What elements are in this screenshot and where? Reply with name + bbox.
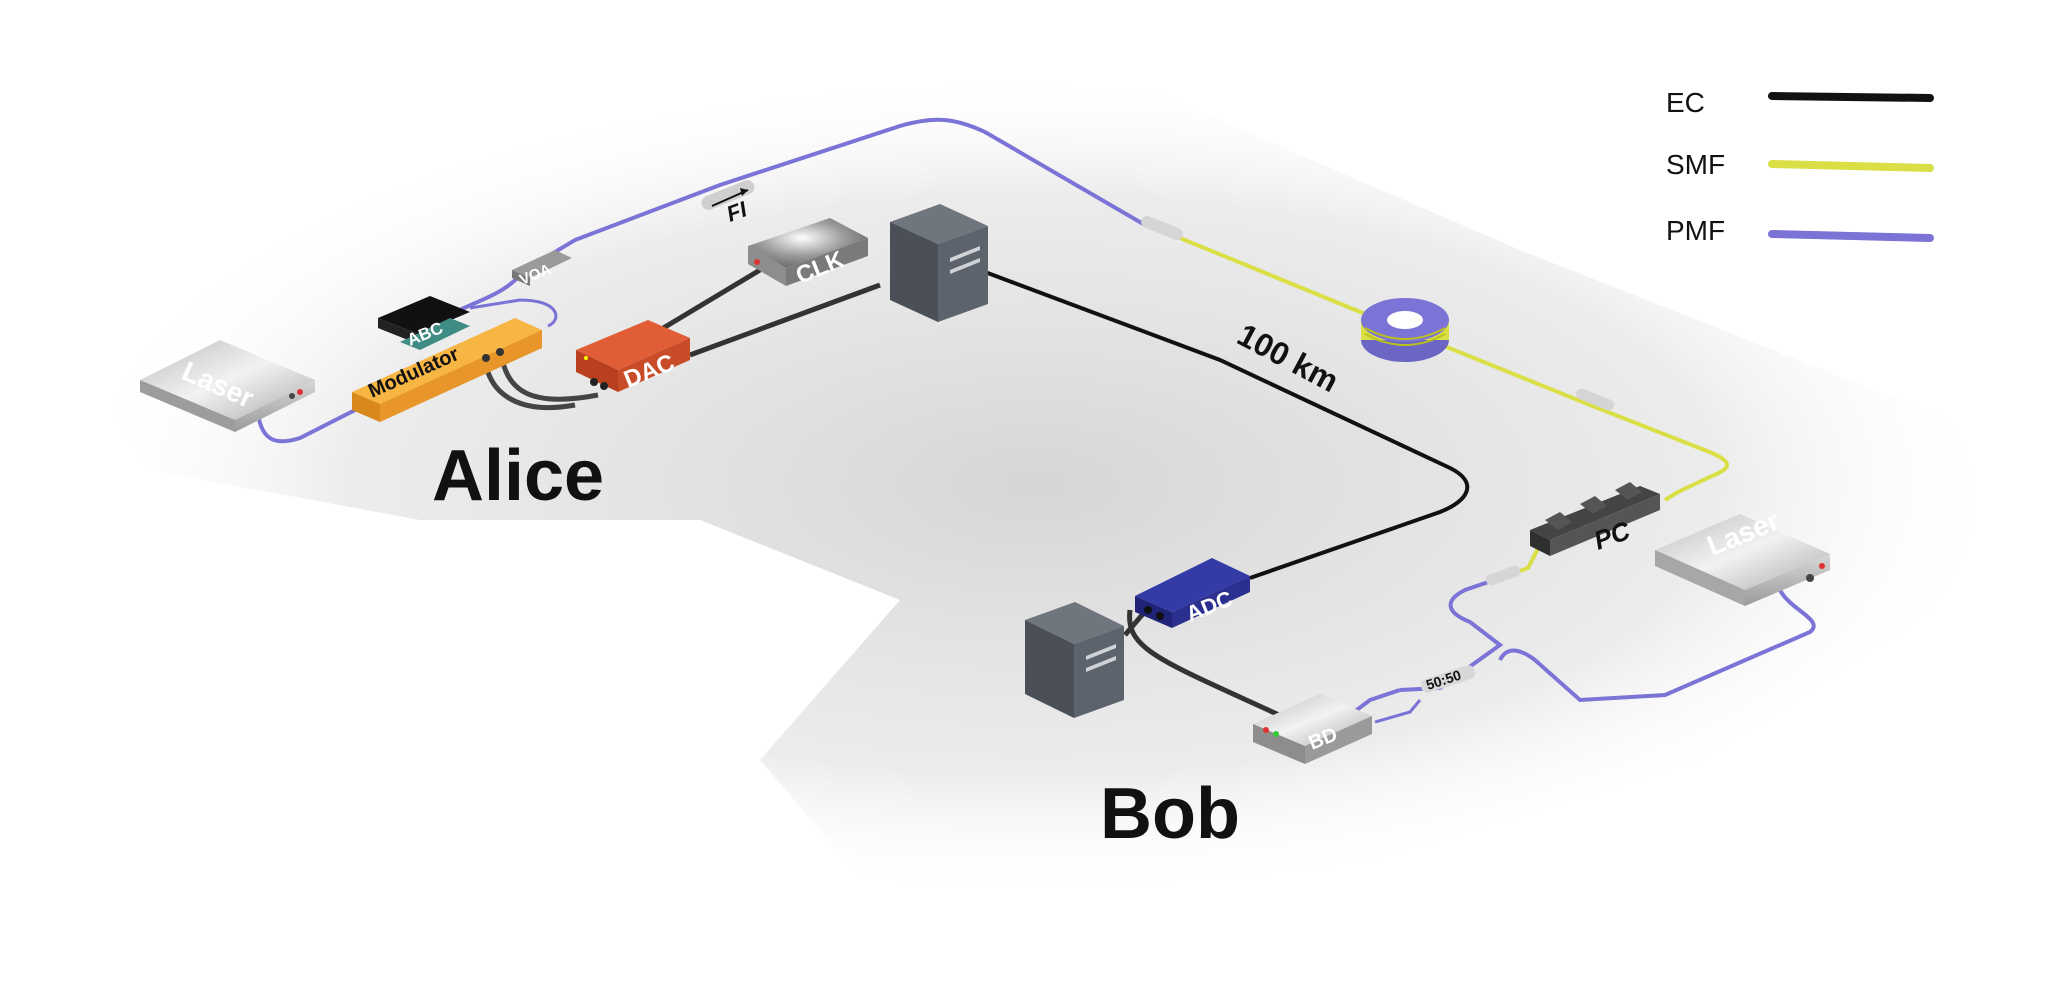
legend-label-ec: EC	[1666, 87, 1705, 118]
alice-laser: Laser	[140, 340, 315, 432]
fiber-connectors	[1141, 216, 1615, 586]
ec-cable-adc-bd	[1127, 609, 1292, 723]
legend-item-pmf: PMF	[1666, 215, 1934, 246]
dac: DAC	[576, 320, 690, 394]
fiber-paths	[256, 117, 1816, 724]
pmf-fiber-bob-lo	[1399, 576, 1504, 692]
ec-cable-dac-server	[689, 282, 881, 358]
legend-label-pmf: PMF	[1666, 215, 1725, 246]
legend: EC SMF PMF	[1666, 87, 1934, 246]
legend-item-smf: SMF	[1666, 149, 1934, 180]
pc-paddles	[1545, 482, 1642, 530]
bob-laser: Laser	[1655, 505, 1830, 606]
alice-server	[890, 204, 988, 322]
pmf-fiber-bd-2	[1374, 699, 1422, 724]
abc-unit: ABC	[378, 296, 470, 350]
legend-item-ec: EC	[1666, 87, 1934, 118]
pmf-fiber-alice-laser	[256, 403, 366, 444]
connector	[1576, 388, 1615, 411]
balanced-detector: BD	[1253, 694, 1372, 764]
bob-server	[1025, 602, 1124, 718]
smf-fiber	[1179, 236, 1729, 502]
ec-cable-dac-clk	[658, 267, 762, 333]
fiber-spool	[1361, 298, 1449, 362]
legend-label-smf: SMF	[1666, 149, 1725, 180]
legend-swatch-pmf	[1768, 230, 1934, 242]
ec-cable-mod-dac-2	[499, 357, 599, 402]
table-shadow	[60, 70, 2010, 900]
pmf-fiber-alice-main	[438, 117, 1147, 324]
ec-cable-100km	[984, 270, 1470, 580]
connector	[1485, 565, 1521, 586]
legend-swatch-smf	[1768, 160, 1934, 172]
legend-swatch-ec	[1768, 92, 1934, 102]
alice-site-label: Alice	[432, 436, 604, 516]
connector	[1141, 216, 1183, 240]
clk: CLK	[748, 218, 868, 290]
bob-site-label: Bob	[1100, 774, 1240, 854]
pmf-fiber-abc	[469, 298, 558, 328]
pmf-fiber-bob-laser	[1498, 588, 1816, 703]
